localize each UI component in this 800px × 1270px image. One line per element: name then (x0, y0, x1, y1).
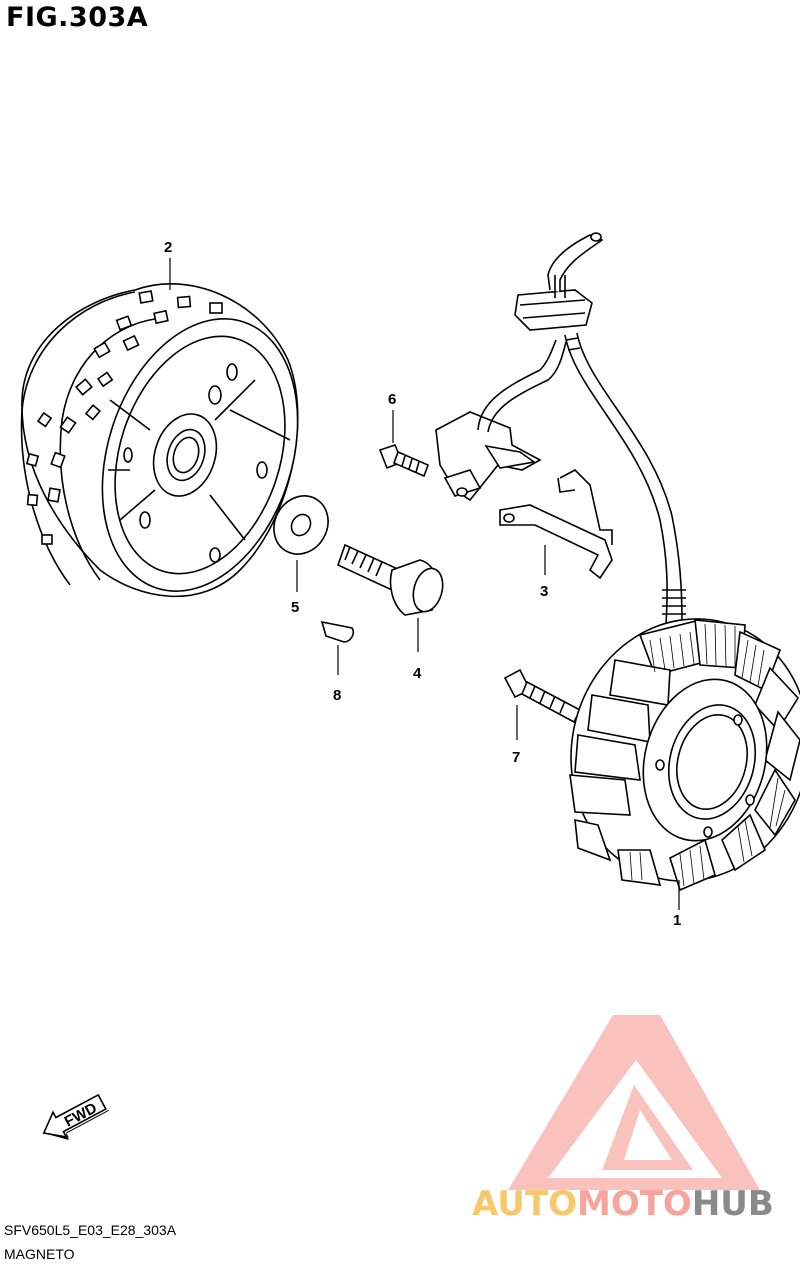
rotor-bolt-part-4 (337, 543, 444, 652)
callout-8: 8 (333, 687, 341, 704)
callout-3: 3 (540, 583, 548, 600)
watermark-moto: MOTO (576, 1184, 692, 1224)
figure-code: SFV650L5_E03_E28_303A (4, 1222, 177, 1238)
pickup-sensor-assembly (435, 232, 604, 502)
callout-7: 7 (512, 749, 520, 766)
watermark-auto: AUTO (472, 1184, 577, 1224)
stator-coil-part-1 (569, 618, 800, 910)
figure-title: FIG.303A (6, 2, 149, 33)
watermark-hub: HUB (691, 1184, 774, 1224)
sensor-bracket-part-3 (499, 469, 613, 580)
rotor-flywheel-part-2 (20, 258, 299, 598)
callout-6: 6 (388, 391, 396, 408)
washer-part-5 (273, 495, 329, 592)
automotohub-triangle-logo (508, 1015, 760, 1190)
watermark-text: AUTOMOTOHUB (472, 1184, 774, 1224)
forward-arrow-icon: FWD (42, 1093, 109, 1140)
callout-5: 5 (291, 599, 299, 616)
sensor-bolt-part-6 (378, 410, 430, 478)
figure-name: MAGNETO (4, 1246, 75, 1262)
key-part-8 (320, 620, 355, 675)
callout-4: 4 (413, 665, 422, 682)
stator-bolt-part-7 (503, 668, 582, 740)
callout-2: 2 (164, 239, 172, 256)
callout-1: 1 (673, 912, 681, 929)
stator-wire-harness (564, 332, 686, 626)
